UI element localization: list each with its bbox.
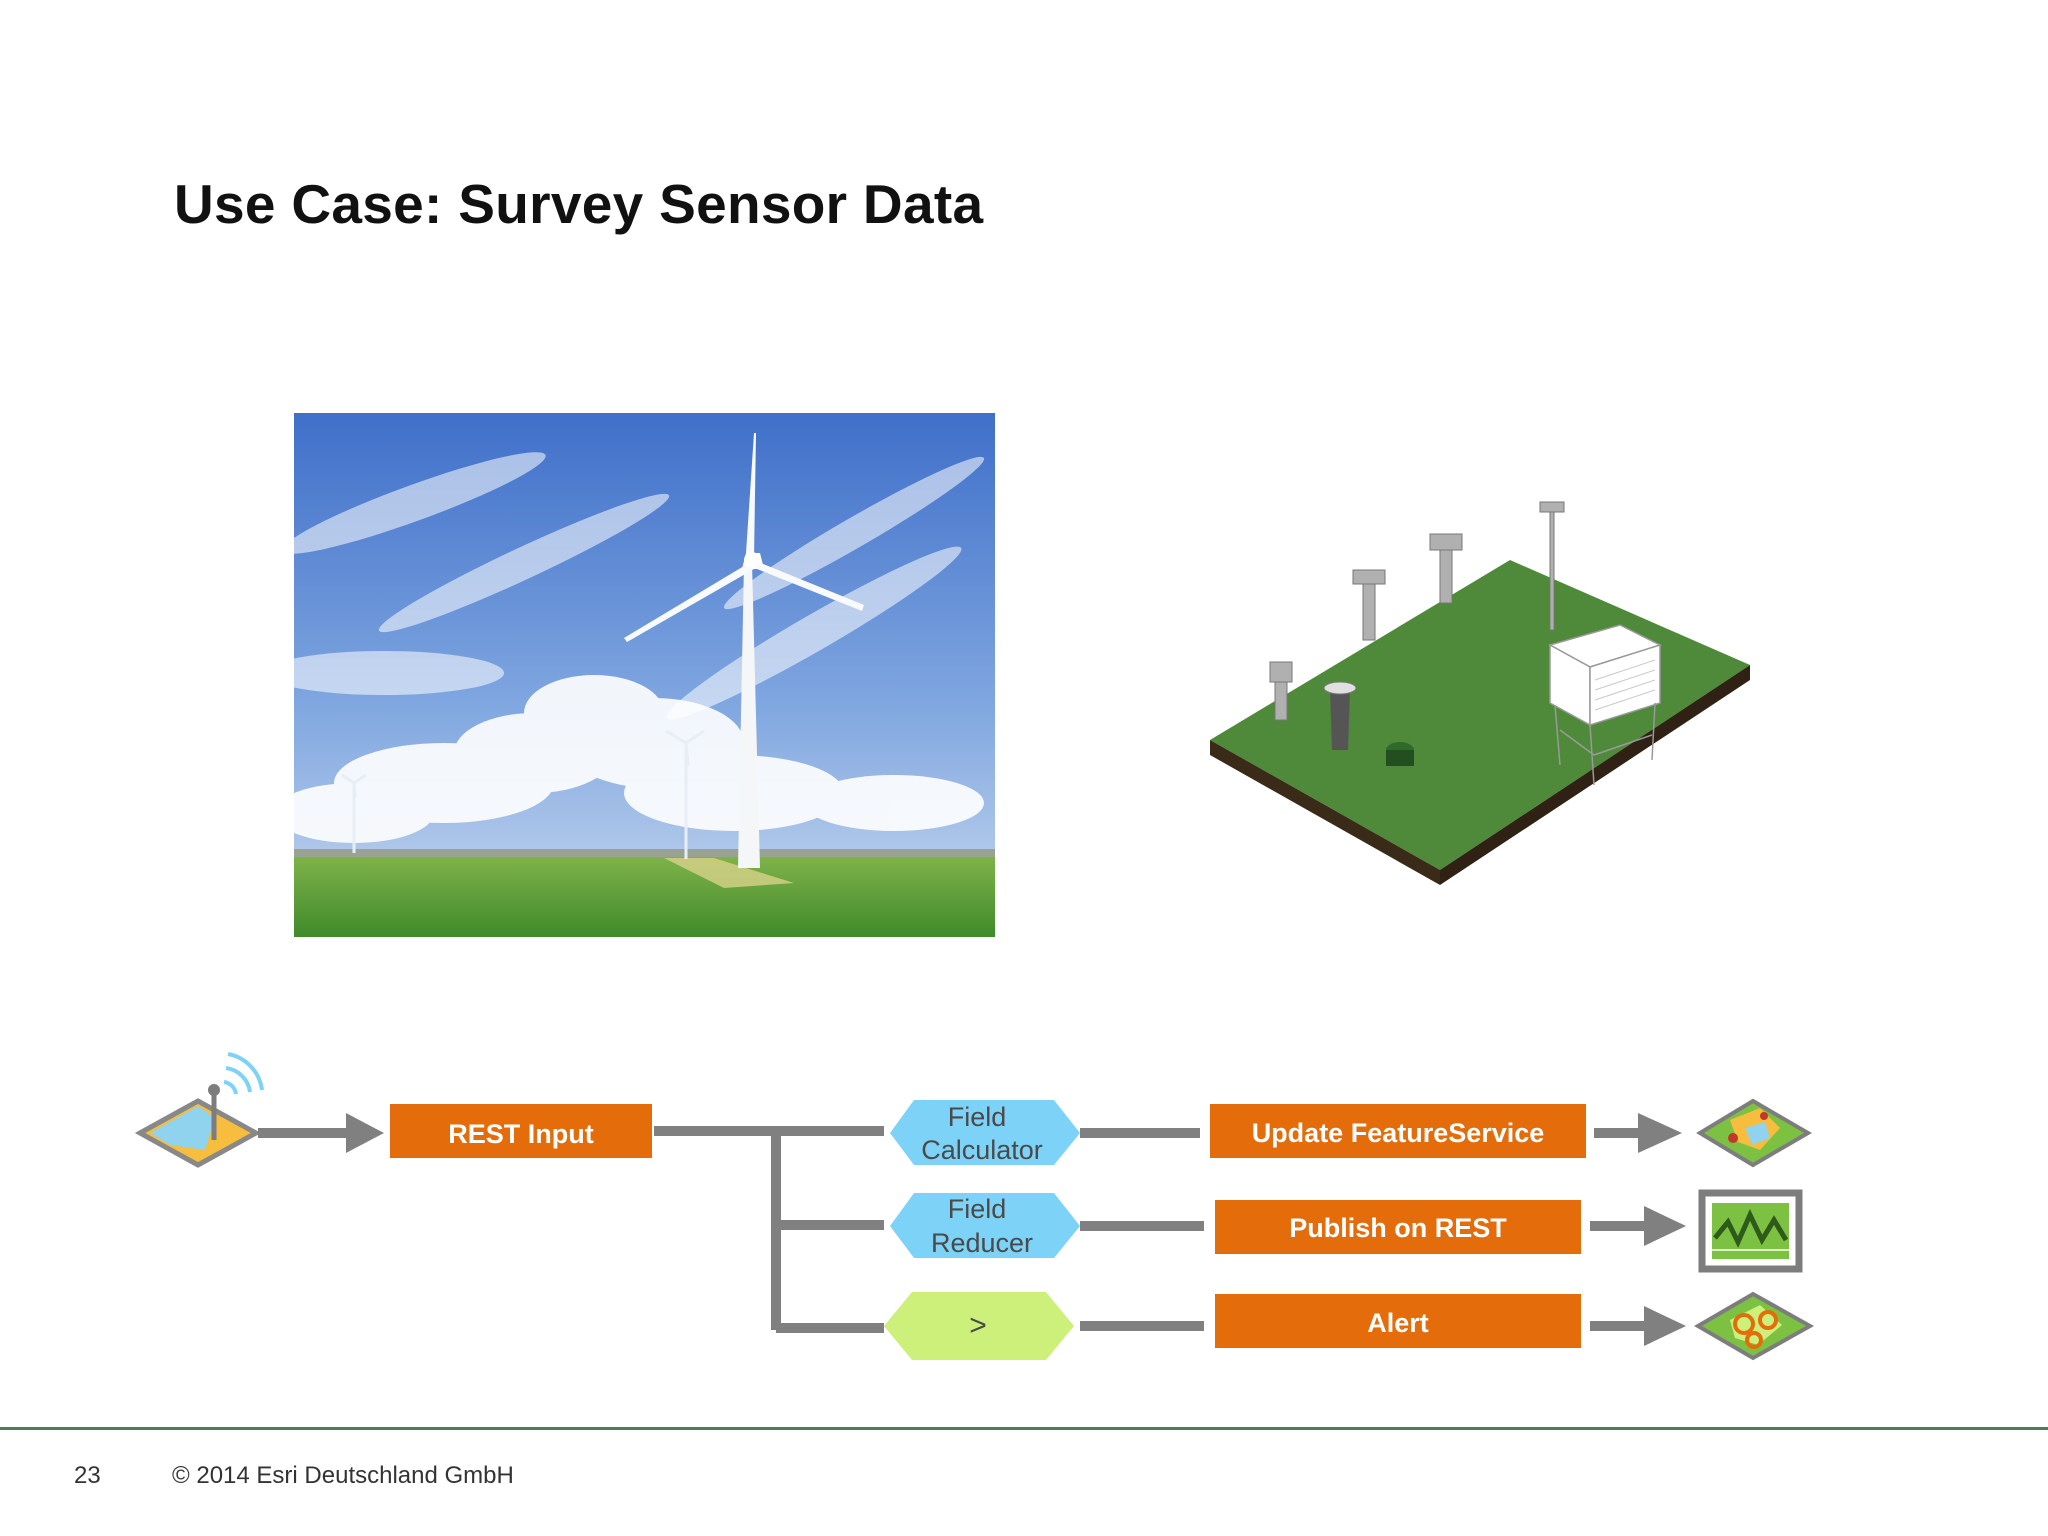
alert-node: Alert [1215,1294,1581,1348]
weather-station-illustration [1190,490,1770,890]
update-featureservice-node: Update FeatureService [1210,1104,1586,1158]
page-number: 23 [74,1462,101,1489]
publish-on-rest-label: Publish on REST [1289,1213,1507,1243]
copyright-notice: © 2014 Esri Deutschland GmbH [172,1462,514,1489]
alert-map-icon [1694,1291,1815,1361]
footer-divider [0,1427,2048,1430]
field-reducer-label-1: Field [948,1194,1007,1224]
filter-label: > [969,1309,987,1342]
field-calculator-node: Field Calculator [890,1100,1080,1165]
update-featureservice-label: Update FeatureService [1252,1118,1545,1148]
filter-node: > [884,1292,1074,1360]
publish-on-rest-node: Publish on REST [1215,1200,1581,1254]
field-calculator-label-2: Calculator [921,1135,1043,1165]
wind-turbine-photo [294,413,995,937]
rest-input-label: REST Input [448,1119,593,1149]
alert-label: Alert [1367,1308,1429,1338]
rest-input-node: REST Input [390,1104,652,1158]
chart-screen-icon [1698,1189,1803,1273]
sensor-map-icon [134,1052,264,1168]
feature-map-icon [1696,1098,1812,1168]
field-reducer-node: Field Reducer [890,1193,1080,1258]
field-calculator-label-1: Field [948,1102,1007,1132]
event-processing-flow: REST Input Field Calculator Field Reduce… [0,1030,2048,1400]
field-reducer-label-2: Reducer [931,1228,1033,1258]
slide-title: Use Case: Survey Sensor Data [174,173,984,235]
